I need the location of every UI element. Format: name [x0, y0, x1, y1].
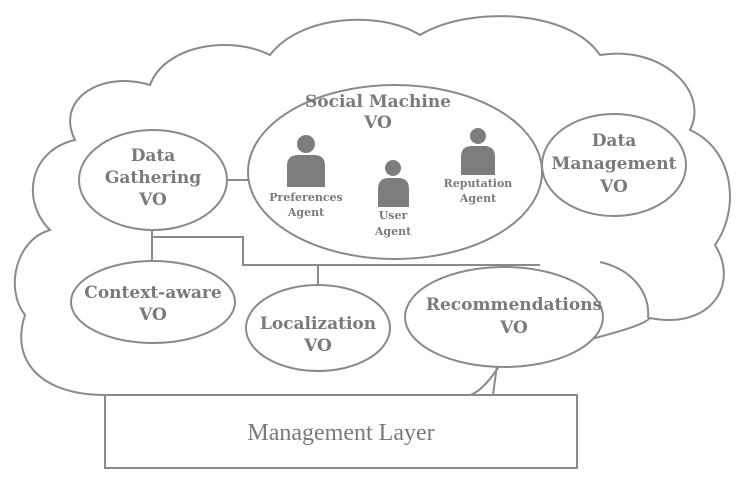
localization-vo — [245, 284, 391, 372]
management-layer-label: Management Layer — [247, 420, 434, 446]
localization-label-2: VO — [303, 336, 332, 356]
preferences-agent-icon — [287, 135, 325, 187]
reputation-agent-label-1: Reputation — [444, 177, 513, 190]
user-agent-label-2: Agent — [374, 225, 412, 238]
preferences-agent-label-1: Preferences — [269, 191, 342, 204]
social-machine-vo-label: VO — [363, 113, 392, 133]
user-agent-icon — [378, 160, 409, 207]
recommendations-label-1: Recommendations — [426, 295, 602, 315]
management-layer-box — [104, 394, 578, 469]
social-machine-title: Social Machine — [305, 92, 451, 112]
data-management-label-3: VO — [599, 177, 628, 197]
data-gathering-label-2: Gathering — [105, 168, 201, 188]
data-gathering-vo — [78, 129, 228, 231]
context-aware-label-2: VO — [138, 305, 167, 325]
connector-right-arc — [599, 261, 650, 319]
connector-dg-tree — [151, 230, 540, 266]
recommendations-label-2: VO — [499, 318, 528, 338]
connector-reco-layer — [492, 364, 498, 396]
user-agent-label-1: User — [379, 209, 408, 222]
recommendations-vo — [404, 266, 604, 368]
data-management-vo — [541, 113, 687, 217]
data-management-label-2: Management — [552, 154, 677, 174]
localization-label-1: Localization — [260, 314, 376, 334]
context-aware-vo — [70, 260, 236, 344]
data-management-label-1: Data — [592, 131, 637, 151]
context-aware-label-1: Context-aware — [84, 283, 222, 303]
reputation-agent-label-2: Agent — [459, 192, 497, 205]
preferences-agent-label-2: Agent — [287, 206, 325, 219]
reputation-agent-icon — [461, 128, 495, 175]
data-gathering-label-3: VO — [138, 190, 167, 210]
data-gathering-label-1: Data — [131, 146, 176, 166]
